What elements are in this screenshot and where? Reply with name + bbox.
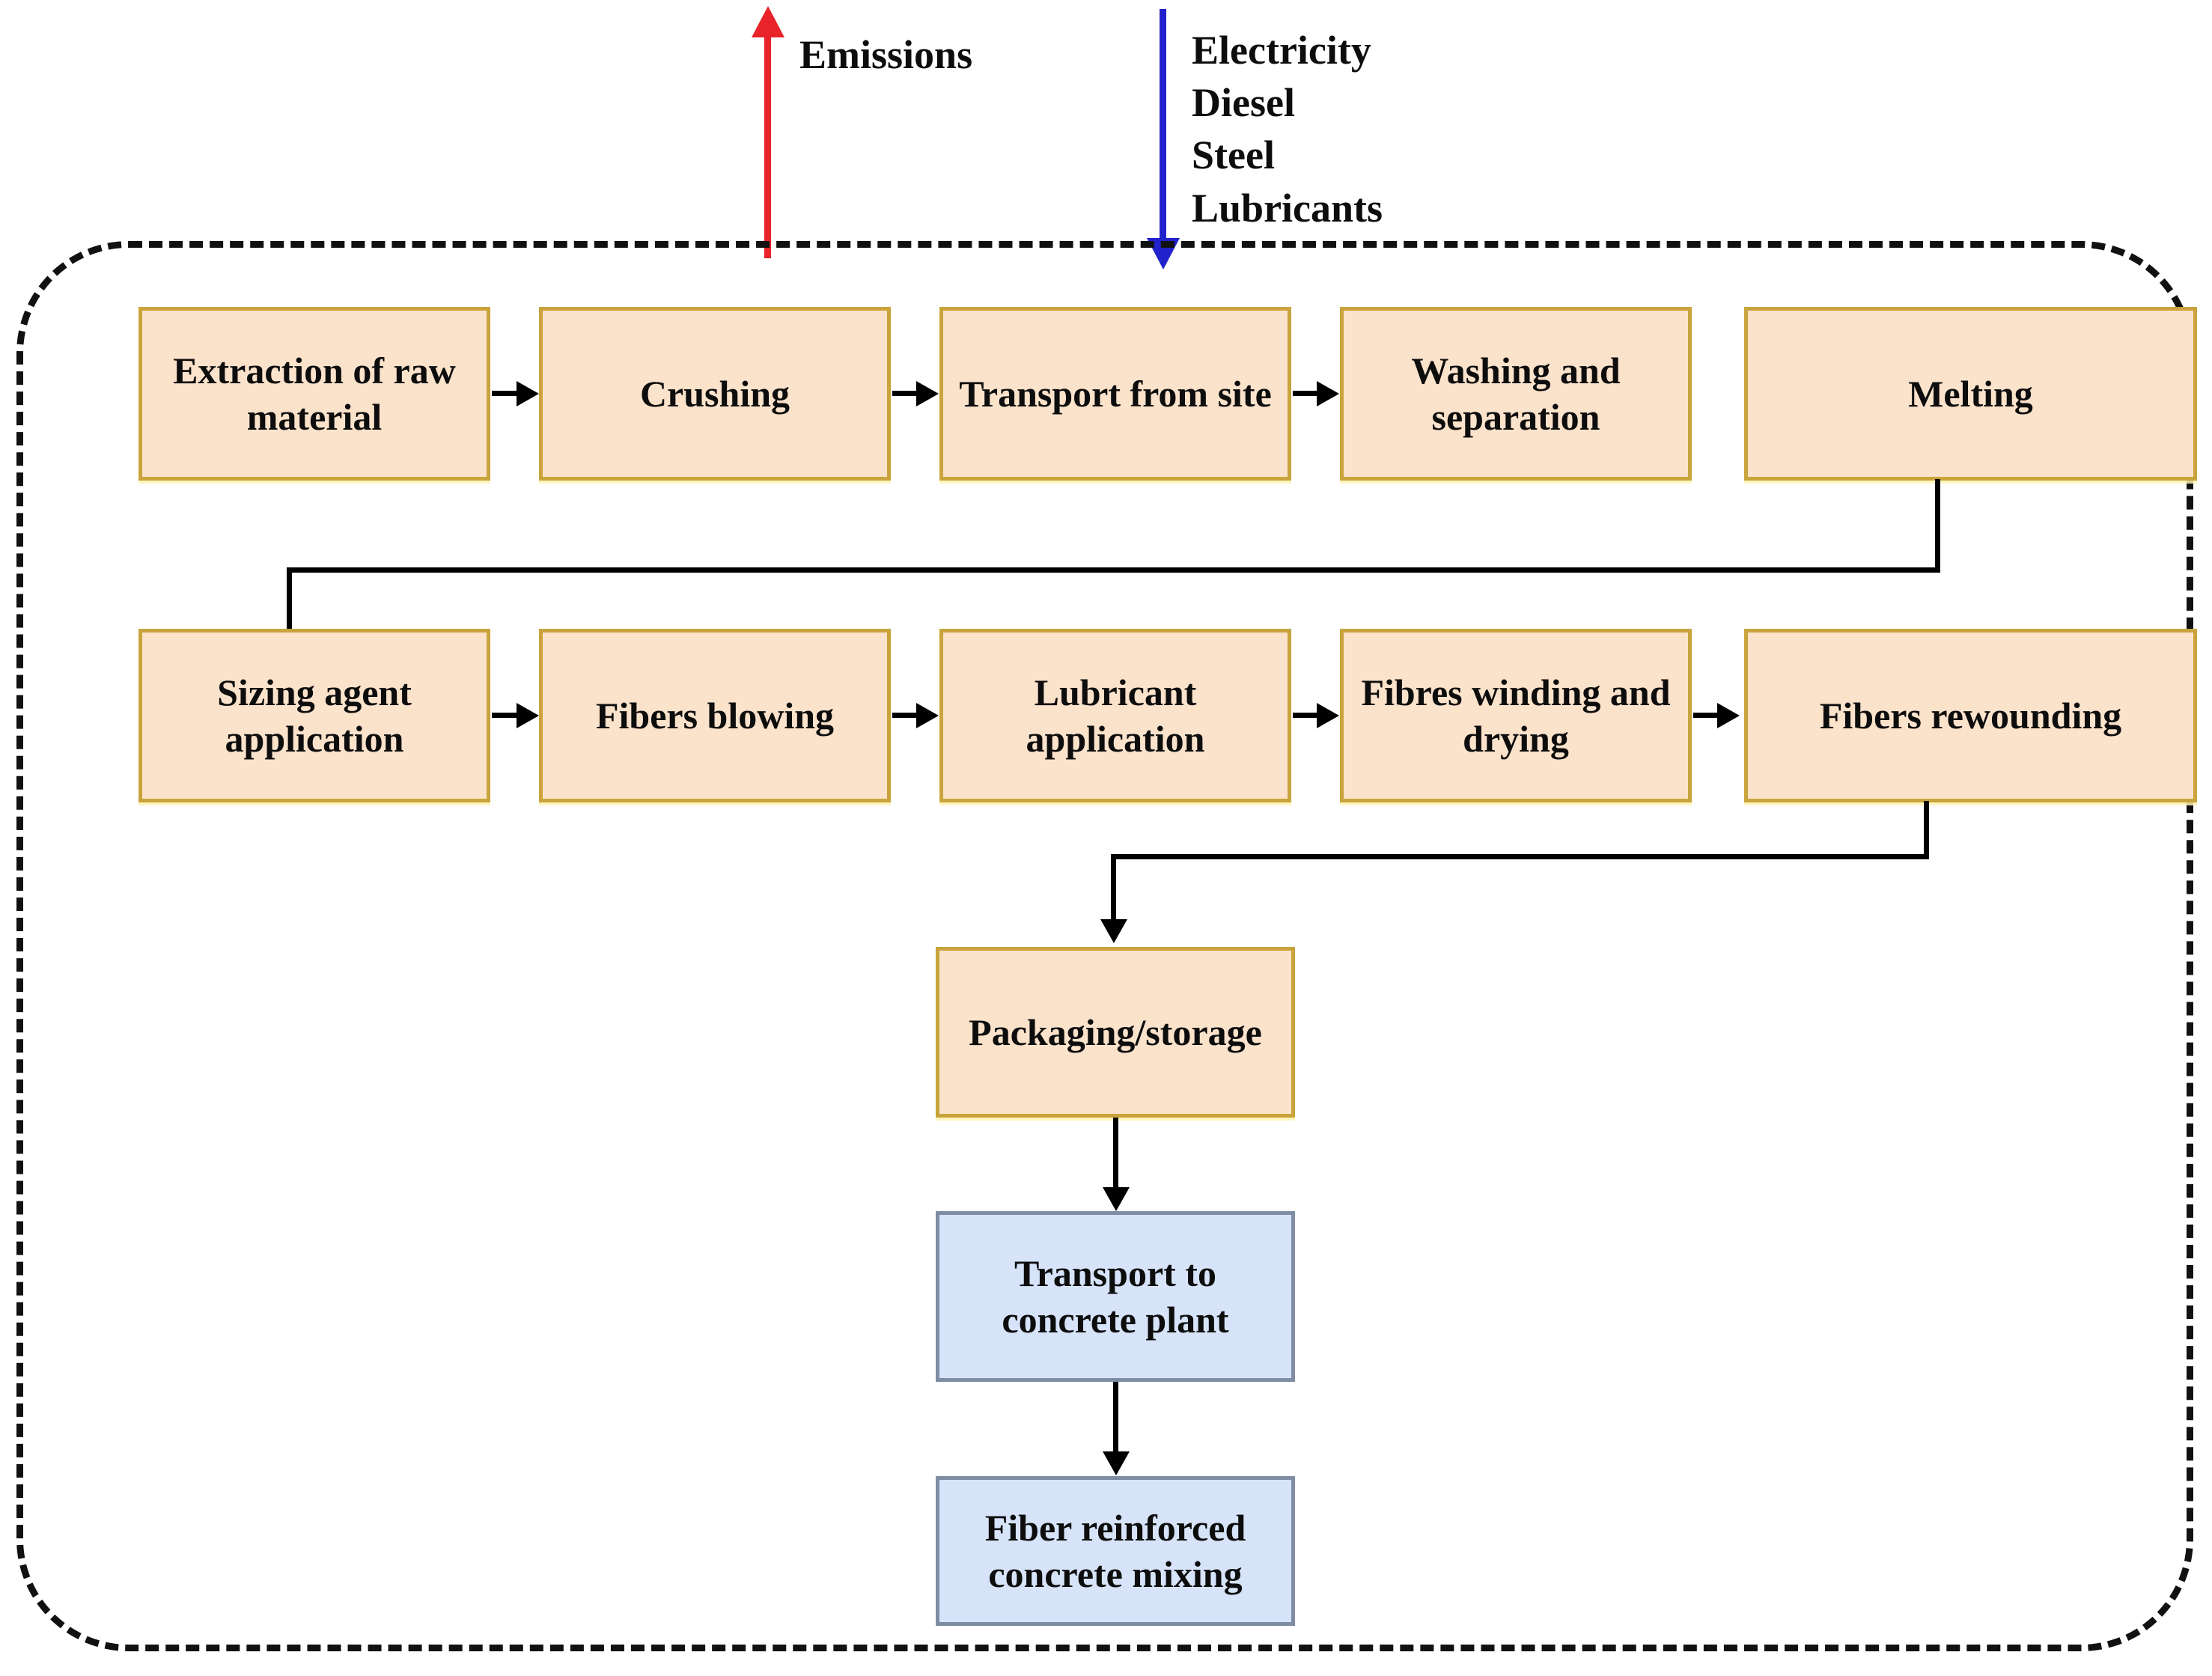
node-packaging[interactable]: Packaging/storage (936, 947, 1295, 1118)
arrowhead-lubricant-winding-icon (1317, 703, 1339, 728)
arrowhead-packaging-transport-icon (1103, 1187, 1130, 1211)
arrowhead-sizing-blowing-icon (517, 703, 539, 728)
arrowhead-winding-rewounding-icon (1717, 703, 1740, 728)
node-blowing-label: Fibers blowing (595, 695, 835, 737)
node-crushing-label: Crushing (639, 373, 790, 415)
node-melting-label: Melting (1908, 373, 2033, 415)
node-rewounding[interactable]: Fibers rewounding (1744, 629, 2197, 802)
node-crushing[interactable]: Crushing (539, 307, 891, 481)
connector-blowing-lubricant (892, 713, 921, 718)
connector-extraction-crushing (492, 391, 522, 396)
connector-lubricant-winding (1293, 713, 1321, 718)
node-transport-site-label: Transport from site (959, 373, 1272, 415)
arrowhead-transport-washing-icon (1317, 381, 1339, 406)
arrowhead-extraction-crushing-icon (517, 381, 539, 406)
arrowhead-crushing-transport-icon (916, 381, 939, 406)
connector-crushing-transport (892, 391, 921, 396)
connector-melting-down (1935, 479, 1940, 573)
connector-rewounding-left (1111, 854, 1929, 859)
arrowhead-blowing-lubricant-icon (916, 703, 939, 728)
connector-melting-left (287, 567, 1940, 573)
node-transport-site[interactable]: Transport from site (939, 307, 1291, 481)
node-rewounding-label: Fibers rewounding (1819, 695, 2122, 737)
connector-transport-mixing (1113, 1382, 1118, 1460)
node-blowing[interactable]: Fibers blowing (539, 629, 891, 802)
emissions-label: Emissions (799, 32, 973, 77)
node-melting[interactable]: Melting (1744, 307, 2197, 481)
system-boundary (16, 241, 2193, 1651)
connector-melting-to-sizing (287, 567, 292, 650)
connector-rewounding-down (1924, 801, 1929, 859)
arrowhead-transport-mixing-icon (1103, 1451, 1130, 1475)
connector-transport-washing (1293, 391, 1321, 396)
inputs-arrow-shaft (1160, 9, 1166, 241)
emissions-arrow-shaft (764, 30, 771, 258)
emissions-arrowhead-icon (752, 6, 784, 37)
connector-packaging-transport (1113, 1118, 1118, 1196)
connector-winding-rewounding (1693, 713, 1722, 718)
node-packaging-label: Packaging/storage (969, 1011, 1262, 1053)
connector-rewounding-to-packaging (1111, 854, 1116, 929)
arrowhead-rewounding-packaging-icon (1100, 919, 1127, 943)
connector-sizing-blowing (492, 713, 522, 718)
